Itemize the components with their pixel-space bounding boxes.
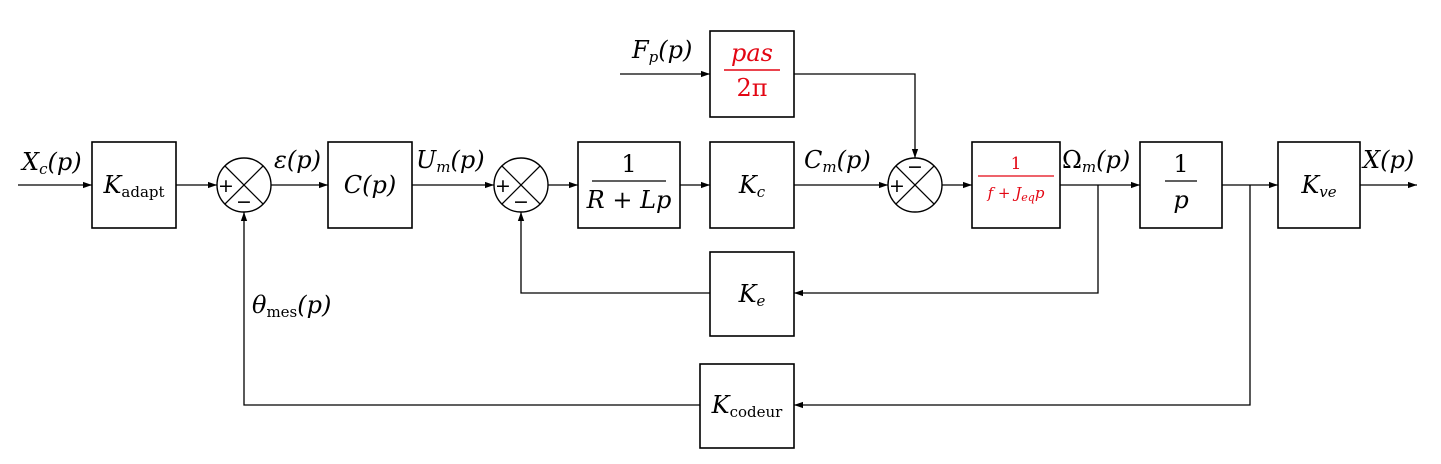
label-omega: Ωm(p) — [1062, 146, 1130, 176]
svg-text:C(p): C(p) — [344, 171, 396, 199]
block-controller-cp: C(p) — [327, 141, 413, 229]
pas-denominator: 2π — [736, 74, 767, 102]
signal-wires — [18, 70, 1417, 409]
label-epsilon: ε(p) — [274, 146, 321, 174]
sum3-plus-sign: + — [889, 175, 905, 197]
integ-denominator: p — [1173, 186, 1188, 214]
block-kadapt: Kadapt — [91, 141, 177, 229]
label-input-fp: Fp(p) — [631, 36, 692, 66]
summing-junction-2: + − — [493, 157, 549, 213]
wire-codeur-feedback-in — [794, 185, 1251, 409]
sum1-minus-sign: − — [236, 191, 252, 213]
elec-denominator: R + Lp — [586, 186, 672, 214]
label-theta-mes: θmes(p) — [252, 291, 331, 321]
sum2-minus-sign: − — [513, 191, 529, 213]
sum2-plus-sign: + — [495, 175, 511, 197]
wire-codeur-feedback-out — [240, 212, 700, 406]
label-um: Um(p) — [416, 146, 485, 176]
svg-text:Kc: Kc — [738, 171, 766, 201]
svg-text:Kve: Kve — [1300, 171, 1336, 201]
wire-ke-feedback-in — [794, 185, 1099, 297]
block-pas: pas 2π — [709, 30, 795, 118]
block-kve: Kve — [1277, 141, 1361, 229]
summing-junction-1: + − — [216, 157, 272, 213]
wire-pas-to-sum3 — [794, 73, 919, 158]
block-mechanical: 1 f + Jeqp — [971, 141, 1061, 229]
sum1-plus-sign: + — [218, 175, 234, 197]
block-kc: Kc — [709, 141, 795, 229]
label-cm: Cm(p) — [804, 146, 871, 176]
meca-numerator: 1 — [1011, 154, 1022, 174]
wire-ke-feedback-out — [517, 212, 710, 294]
label-output-x: X(p) — [1361, 146, 1414, 174]
block-ke: Ke — [709, 251, 795, 337]
block-electrical: 1 R + Lp — [577, 141, 681, 229]
summing-junction-3: + − — [887, 156, 943, 213]
meca-denominator: f + Jeqp — [987, 184, 1045, 204]
label-input-xc: Xc(p) — [20, 148, 82, 178]
pas-numerator: pas — [731, 39, 773, 67]
svg-text:Kcodeur: Kcodeur — [711, 391, 784, 421]
elec-numerator: 1 — [621, 150, 636, 178]
svg-text:Kadapt: Kadapt — [102, 171, 164, 201]
sum3-minus-sign: − — [907, 156, 923, 178]
integ-numerator: 1 — [1173, 150, 1188, 178]
block-kcodeur: Kcodeur — [699, 363, 795, 449]
svg-text:Ke: Ke — [738, 280, 766, 310]
block-integrator: 1 p — [1139, 141, 1223, 229]
